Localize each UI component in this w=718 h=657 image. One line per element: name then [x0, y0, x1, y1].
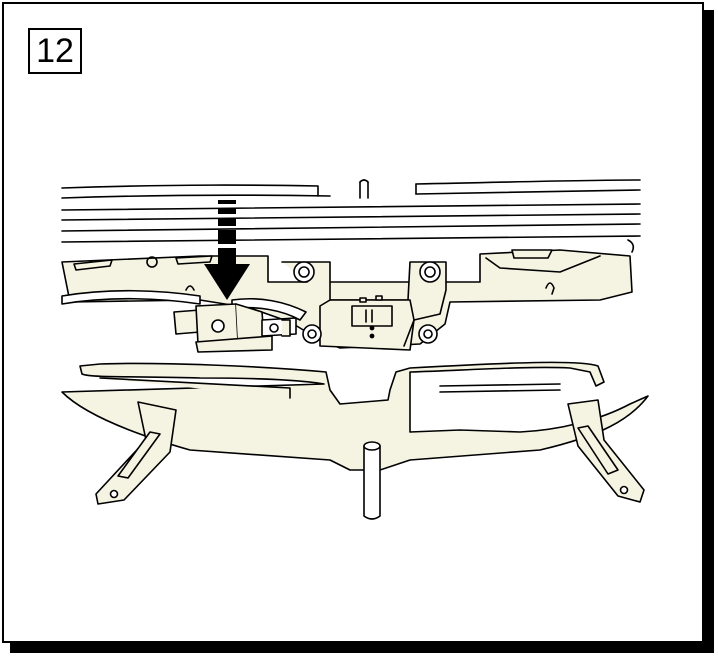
- step-number: 12: [36, 32, 74, 70]
- left-support-bracket: [95, 401, 177, 505]
- right-tab: [511, 249, 553, 259]
- step-number-box: 12: [28, 28, 82, 74]
- bumper-beam: [61, 179, 641, 243]
- wire-harness: [61, 289, 307, 321]
- down-arrow-icon: [204, 200, 250, 300]
- sensor-module: [173, 303, 297, 353]
- right-support-bracket: [567, 399, 645, 503]
- left-tab: [73, 259, 113, 271]
- tow-hook-bracket: [281, 261, 447, 351]
- mounting-bolts: [293, 261, 441, 344]
- left-tab-2: [175, 255, 213, 265]
- center-post: [363, 441, 381, 520]
